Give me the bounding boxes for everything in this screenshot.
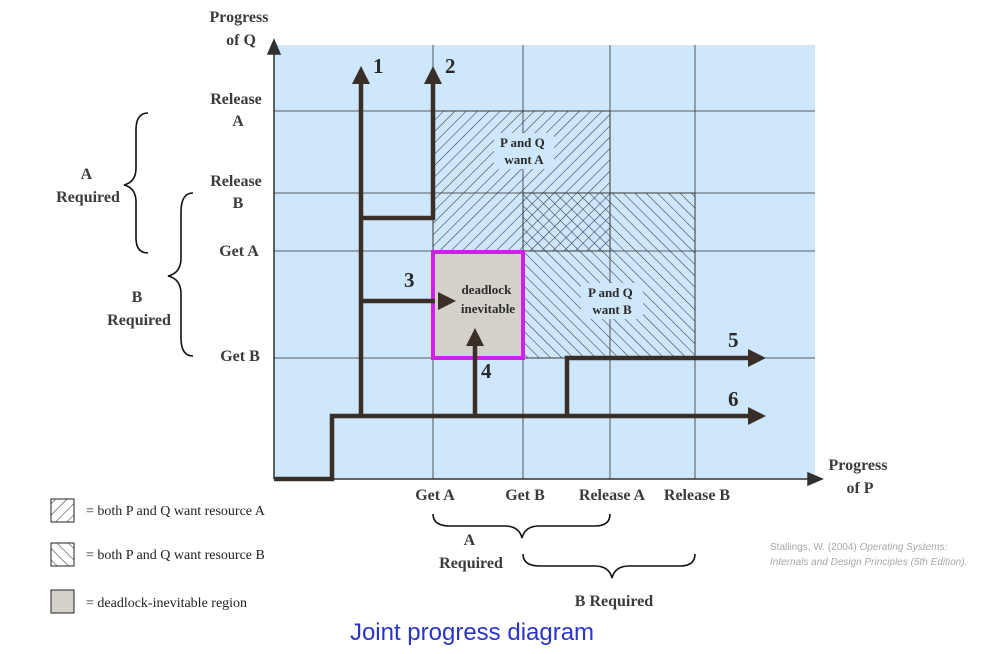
- arrowhead-1: [352, 66, 370, 84]
- brace-label-left-a: A Required: [56, 166, 120, 206]
- y-label-get-a: Get A: [219, 243, 259, 260]
- path-number-2: 2: [445, 54, 456, 78]
- arrowhead-5: [748, 349, 766, 367]
- path-number-3: 3: [404, 268, 415, 292]
- arrowhead-2: [424, 66, 442, 84]
- region-label-pq-want-b: P and Q want B: [588, 285, 636, 317]
- diagram-caption: Joint progress diagram: [350, 619, 594, 646]
- legend-swatch-hatch-a: [50, 498, 75, 523]
- path-5-line: [564, 355, 752, 416]
- path-2-line: [361, 82, 436, 221]
- region-label-pq-want-a: P and Q want A: [500, 135, 548, 167]
- path-number-1: 1: [373, 54, 384, 78]
- brace-label-bottom-a: A Required: [439, 532, 503, 572]
- brace-label-left-b: B Required: [107, 289, 171, 329]
- brace-left-b: [167, 192, 194, 357]
- legend: = both P and Q want resource A = both P …: [50, 498, 266, 614]
- path-number-5: 5: [728, 328, 739, 352]
- legend-label-hatch-a: = both P and Q want resource A: [86, 504, 266, 519]
- legend-swatch-deadlock: [50, 589, 75, 614]
- y-label-release-b: Release B: [210, 173, 266, 212]
- x-label-release-b: Release B: [664, 487, 731, 504]
- y-axis-title: Progress of Q: [210, 9, 273, 49]
- arrowheads: [352, 66, 766, 425]
- x-axis-title: Progress of P: [829, 457, 892, 497]
- arrowhead-3: [438, 292, 456, 310]
- arrowhead-4: [466, 328, 484, 346]
- legend-swatch-hatch-b: [50, 542, 75, 567]
- arrowhead-6: [748, 407, 766, 425]
- x-label-get-a: Get A: [415, 487, 455, 504]
- brace-left-a: [123, 112, 149, 254]
- axes: [266, 38, 824, 487]
- legend-label-deadlock: = deadlock-inevitable region: [86, 596, 247, 611]
- path-number-6: 6: [728, 387, 739, 411]
- region-pq-want-b: [522, 192, 696, 359]
- brace-bottom-b: [522, 553, 696, 579]
- brace-bottom-a: [432, 513, 611, 539]
- path-main: [274, 413, 755, 482]
- path-number-4: 4: [481, 359, 492, 383]
- x-label-release-a: Release A: [579, 487, 646, 504]
- brace-label-bottom-b: B Required: [575, 593, 653, 610]
- legend-label-hatch-b: = both P and Q want resource B: [86, 548, 265, 563]
- citation: Stallings, W. (2004) Operating Systems: …: [770, 542, 967, 568]
- y-label-get-b: Get B: [220, 348, 260, 365]
- progress-paths: [274, 82, 755, 482]
- x-label-get-b: Get B: [505, 487, 545, 504]
- y-label-release-a: Release A: [210, 91, 266, 130]
- region-label-deadlock: deadlock inevitable: [461, 282, 515, 316]
